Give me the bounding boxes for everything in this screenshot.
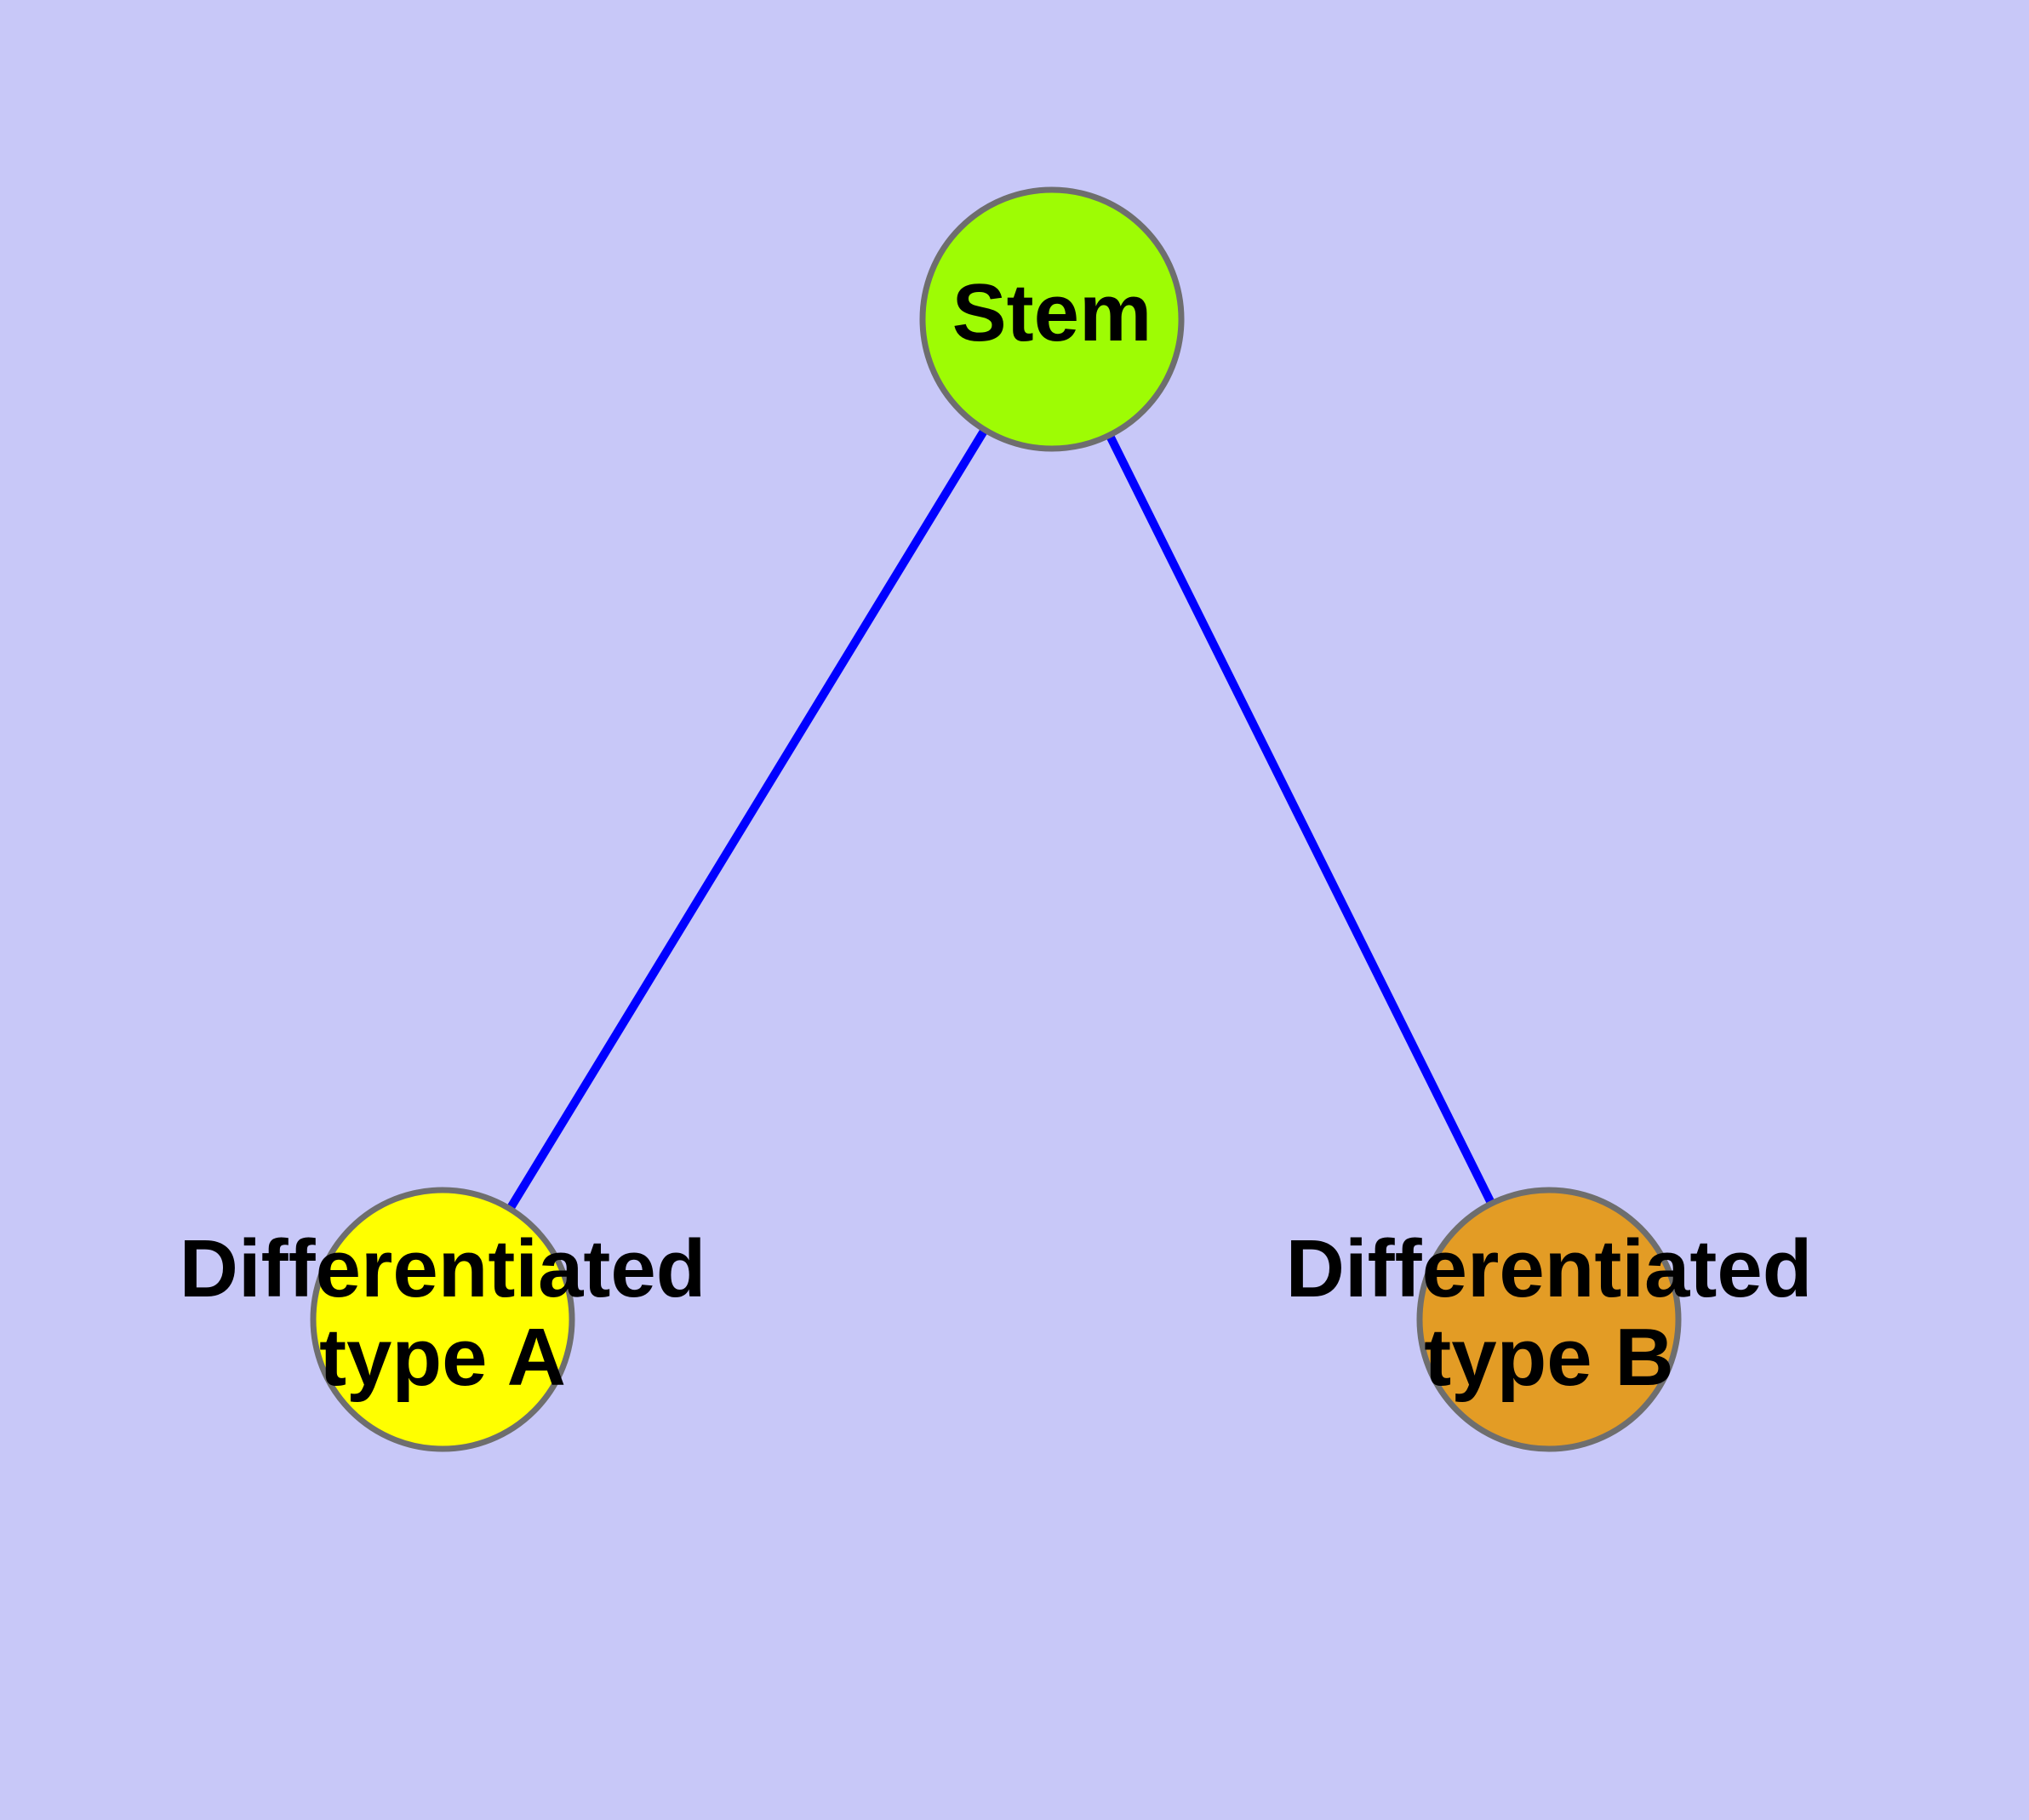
graph-node-label-line: Differentiated — [1286, 1223, 1813, 1314]
graph-node-label-line: type B — [1424, 1312, 1673, 1403]
graph-node-label-line: Stem — [952, 267, 1152, 358]
nodes-layer — [310, 186, 1682, 1452]
graph-node-label-stem: Stem — [952, 267, 1152, 358]
graph-edge-stem-to-a — [506, 427, 989, 1211]
graph-node-label-line: type A — [319, 1312, 566, 1403]
graph-node-diff_b[interactable] — [1416, 1187, 1682, 1452]
graph-node-label-line: Differentiated — [180, 1223, 706, 1314]
edges-layer — [506, 427, 1495, 1211]
graph-node-diff_a[interactable] — [310, 1187, 575, 1452]
graph-node-stem[interactable] — [919, 186, 1185, 452]
graph-edge-stem-to-b — [1106, 432, 1495, 1206]
